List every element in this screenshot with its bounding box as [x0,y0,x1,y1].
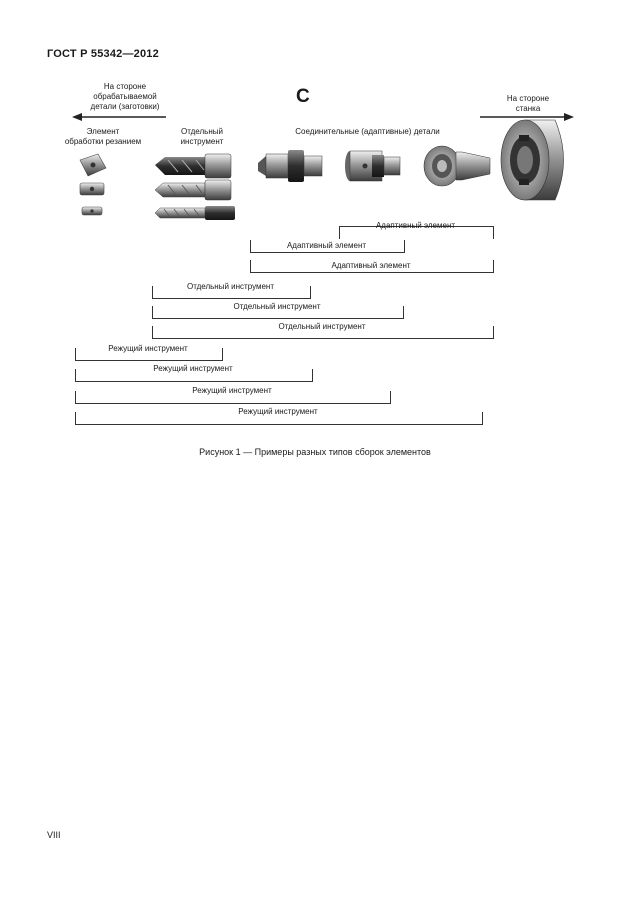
bracket-cutting-4-label: Режущий инструмент [238,407,318,416]
bracket-adaptive-1-label: Адаптивный элемент [375,221,456,230]
bracket-single-1-label: Отдельный инструмент [186,282,275,291]
bracket-single-2 [152,306,404,319]
bracket-single-1 [152,286,311,299]
drill-icon-1 [155,153,232,179]
bracket-cutting-1-label: Режущий инструмент [108,344,188,353]
arrow-right-icon [480,113,574,121]
insert-icon-1 [79,153,107,177]
bracket-cutting-1 [75,348,223,361]
bracket-cutting-3-label: Режущий инструмент [192,386,272,395]
column-label-cutting-element: Элемент обработки резанием [48,127,158,147]
figure-caption: Рисунок 1 — Примеры разных типов сборок … [199,447,431,457]
bracket-adaptive-2-label: Адаптивный элемент [286,241,367,250]
figure-letter: C [296,86,310,107]
bracket-single-2-label: Отдельный инструмент [233,302,321,311]
bracket-single-3-label: Отдельный инструмент [278,322,366,331]
bracket-cutting-2 [75,369,313,382]
workpiece-side-line3: детали (заготовки) [90,102,160,111]
bracket-cutting-3 [75,391,391,404]
adapter-icon-2 [345,150,401,182]
bracket-cutting-2-label: Режущий инструмент [153,364,233,373]
cutting-element-line1: Элемент [86,127,120,136]
single-tool-line2: инструмент [180,137,224,146]
insert-icon-2 [79,182,105,196]
machine-side-line2: станка [515,104,541,113]
page-number: VIII [47,830,61,840]
arrow-left-icon [72,113,166,121]
machine-side-line1: На стороне [506,94,550,103]
bracket-cutting-4 [75,412,483,425]
cutting-element-line2: обработки резанием [64,137,142,146]
workpiece-side-line1: На стороне [103,82,147,91]
bracket-adaptive-2 [250,240,405,253]
spindle-icon [500,119,564,201]
workpiece-side-line2: обрабатываемой [93,92,157,101]
adapter-icon-1 [258,150,323,182]
bracket-adaptive-1 [339,226,494,239]
drill-icon-2 [154,179,232,201]
document-header: ГОСТ Р 55342—2012 [47,48,159,60]
insert-icon-3 [81,206,103,216]
machine-side-label: На стороне станка [488,94,568,114]
bracket-single-3 [152,326,494,339]
bracket-adaptive-3 [250,260,494,273]
tool-holder-icon [423,145,491,187]
bracket-adaptive-3-label: Адаптивный элемент [331,261,411,270]
drill-icon-3 [154,206,235,220]
column-label-connecting-parts: Соединительные (адаптивные) детали [295,127,440,136]
single-tool-line1: Отдельный [181,127,223,136]
column-label-single-tool: Отдельный инструмент [162,127,242,147]
workpiece-side-label: На стороне обрабатываемой детали (загото… [80,82,170,112]
